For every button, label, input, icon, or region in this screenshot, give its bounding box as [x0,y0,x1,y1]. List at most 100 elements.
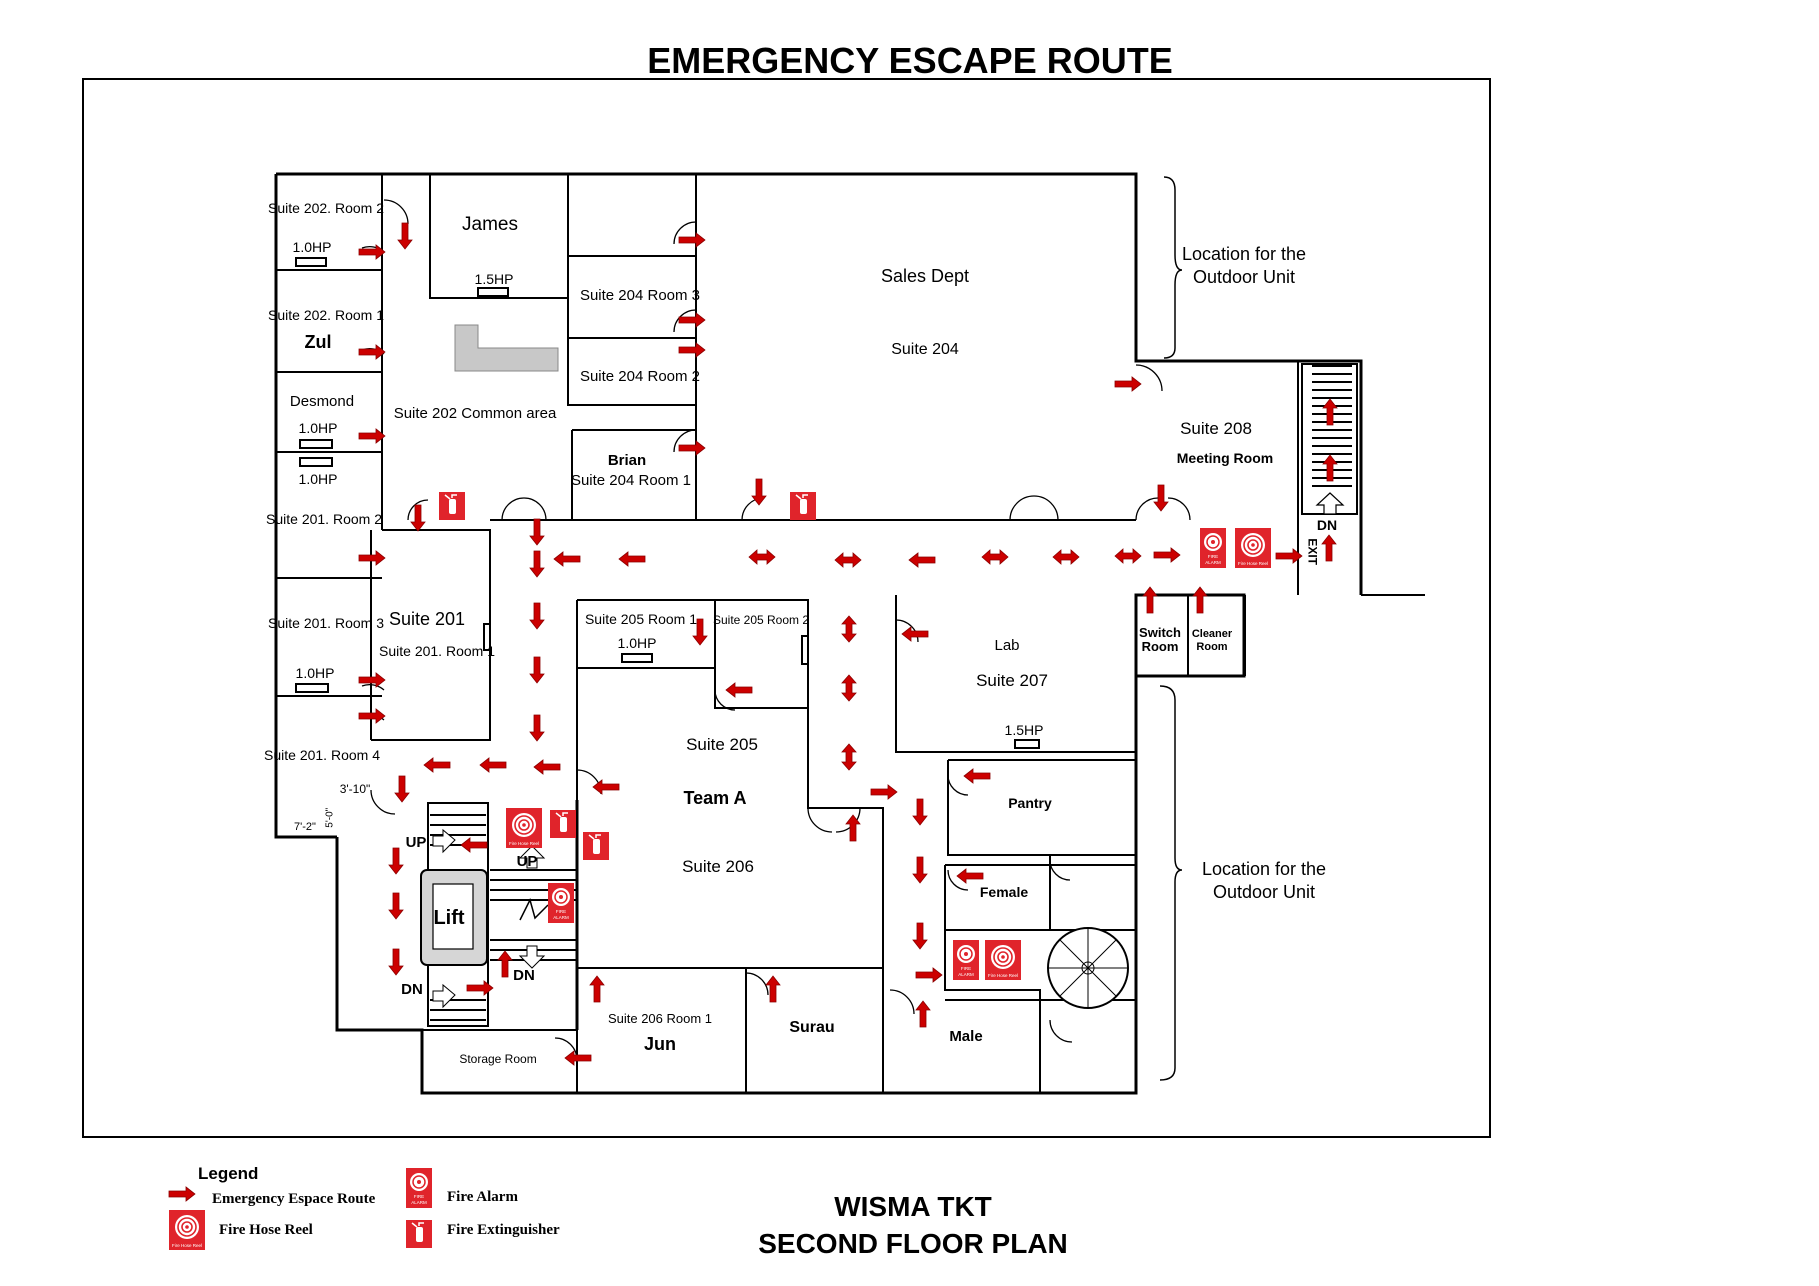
route-arrow-icon [592,779,620,795]
route-arrow-icon [915,967,943,983]
fire-hose-reel-icon [168,1209,206,1251]
room-switch-2: Room [1142,639,1179,654]
ac-units [295,257,1040,749]
room-james: James [462,214,518,235]
route-arrow-icon [394,775,410,803]
room-cleaner: Cleaner [1192,628,1233,640]
route-arrow-icon [397,222,413,250]
route-arrow-icon [529,656,545,684]
fire-alarm-icon [547,882,575,924]
outdoor-brace-top [1163,176,1183,359]
outdoor-unit-top-2: Outdoor Unit [1193,267,1295,287]
room-storage: Storage Room [459,1052,536,1066]
route-arrow-icon [553,551,581,567]
fire-extinguisher-icon [405,1219,433,1249]
route-arrow-icon [751,478,767,506]
room-suite205: Suite 205 [686,735,758,754]
fire-alarm-icon [405,1167,433,1209]
route-arrow-icon [963,768,991,784]
outdoor-unit-bottom-1: Location for the [1202,859,1326,879]
route-arrow-icon [410,504,426,532]
fire-alarm-icon [1199,527,1227,569]
route-arrow-icon [912,856,928,884]
route-arrow-icon [1052,549,1080,565]
stair-dn-label: DN [1317,517,1337,533]
fire-alarm-icon [952,939,980,981]
route-arrow-icon [388,892,404,920]
legend-extinguisher: Fire Extinguisher [447,1222,560,1238]
reception-counter [454,324,559,372]
route-arrow-icon [618,551,646,567]
room-suite201-room2: Suite 201. Room 2 [266,511,382,527]
route-arrow-icon [529,714,545,742]
room-suite204-room2: Suite 204 Room 2 [580,368,700,385]
outdoor-unit-bottom-2: Outdoor Unit [1213,882,1315,902]
room-suite201-room4: Suite 201. Room 4 [264,747,380,763]
route-arrow-icon [1153,547,1181,563]
dimension-label: 5'-0" [325,807,336,827]
fire-extinguisher-icon [549,809,577,839]
legend-title: Legend [198,1164,258,1183]
room-jun: Jun [644,1034,676,1054]
outdoor-brace-bottom [1159,685,1183,1081]
route-arrow-icon [168,1186,196,1202]
route-arrow-icon [765,975,781,1003]
route-arrow-icon [912,922,928,950]
stair-dn-label: DN [513,967,535,984]
route-arrow-icon [533,759,561,775]
route-arrow-icon [901,626,929,642]
hp-label: 1.0HP [293,239,332,255]
hp-label: 1.0HP [618,635,657,651]
route-arrow-icon [956,868,984,884]
room-brian: Brian [608,452,646,469]
room-team-a: Team A [683,788,746,808]
route-arrow-icon [479,757,507,773]
fire-hose-reel-icon [505,807,543,849]
room-suite204-room3: Suite 204 Room 3 [580,287,700,304]
room-labels: Suite 202. Room 2 1.0HP James 1.5HP Suit… [264,200,1337,1066]
route-arrow-icon [912,798,928,826]
route-arrow-icon [834,552,862,568]
room-cleaner-2: Room [1196,641,1227,653]
room-surau: Surau [789,1019,834,1036]
room-suite204-room1: Suite 204 Room 1 [571,472,691,489]
route-arrow-icon [870,784,898,800]
room-suite205-room2: Suite 205 Room 2 [713,613,809,627]
hp-label: 1.0HP [299,420,338,436]
room-suite202-room2: Suite 202. Room 2 [268,200,384,216]
room-suite204: Suite 204 [891,341,959,358]
floor-plan-name: SECOND FLOOR PLAN [758,1228,1068,1259]
route-arrow-icon [748,549,776,565]
room-suite201-room3: Suite 201. Room 3 [268,615,384,631]
lift-core [420,802,577,1027]
page-title: EMERGENCY ESCAPE ROUTE [647,40,1172,81]
route-arrow-icon [1114,376,1142,392]
route-arrow-icon [460,837,488,853]
route-arrow-icon [841,615,857,643]
stair-dn-label: DN [401,981,423,998]
fire-hose-reel-icon [1234,527,1272,569]
hp-label: 1.5HP [1005,722,1044,738]
route-arrow-icon [841,743,857,771]
room-sales-dept: Sales Dept [881,266,969,286]
route-arrow-icon [466,980,494,996]
room-suite201-room1: Suite 201. Room 1 [379,643,495,659]
route-arrow-icon [388,847,404,875]
fire-hose-reel-icon [984,939,1022,981]
route-arrow-icon [908,552,936,568]
route-arrow-icon [589,975,605,1003]
escape-staircase [1312,365,1352,515]
room-suite206: Suite 206 [682,857,754,876]
room-female: Female [980,884,1028,900]
room-zul: Zul [305,332,332,352]
spiral-stair [1047,927,1129,1009]
route-arrow-icon [915,1000,931,1028]
route-arrow-icon [725,682,753,698]
route-arrow-icon [497,950,513,978]
building-name: WISMA TKT [834,1191,992,1222]
route-arrow-icon [1192,586,1208,614]
fire-extinguisher-icon [438,491,466,521]
dimension-label: 7'-2" [294,821,316,833]
room-suite208: Suite 208 [1180,419,1252,438]
